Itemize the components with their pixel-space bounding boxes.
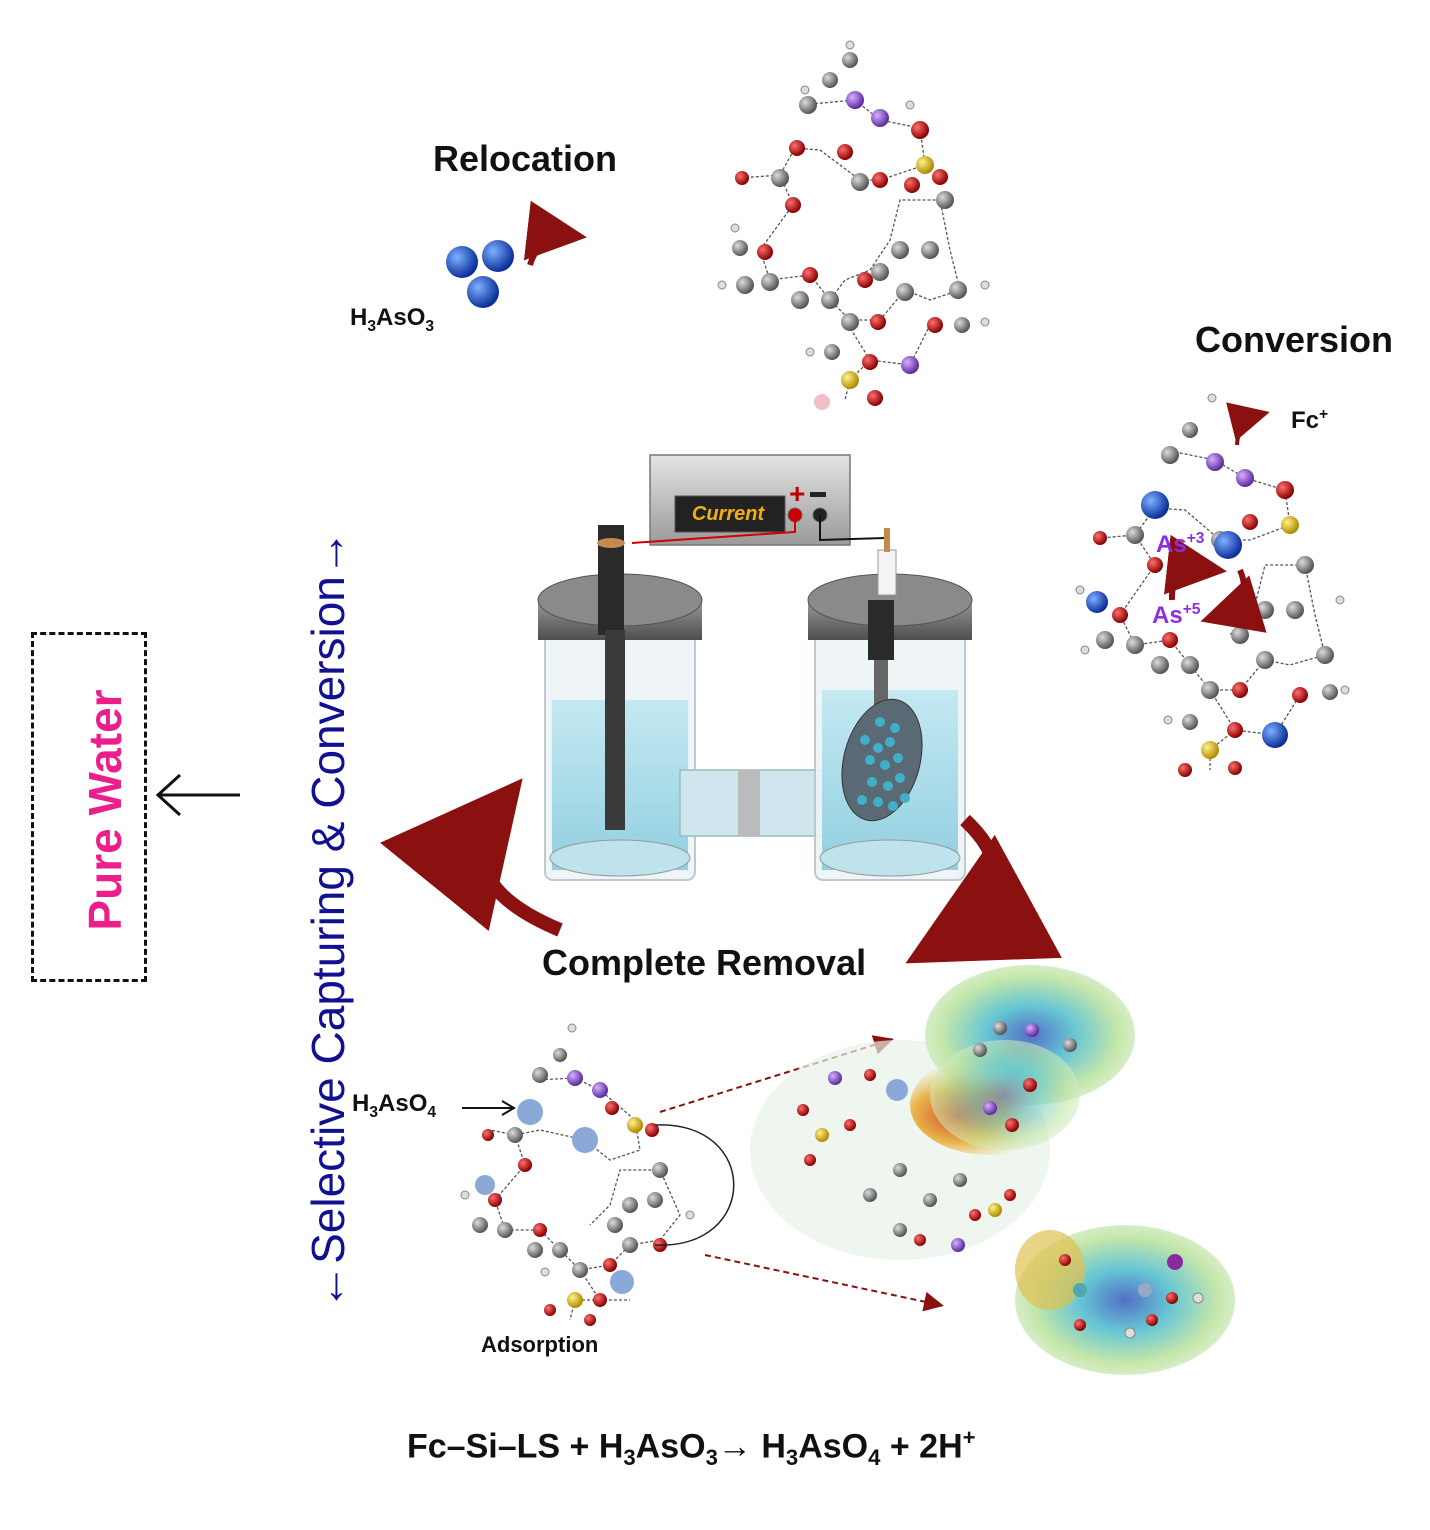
eq-sub4: 4 bbox=[868, 1445, 881, 1471]
h3aso3-sub2: 3 bbox=[425, 317, 435, 335]
eq-part3: → H bbox=[717, 1427, 786, 1466]
molecule-top-atoms bbox=[717, 40, 990, 410]
h3aso4-pointer-head bbox=[501, 1100, 516, 1116]
h3aso4-sub1: 3 bbox=[369, 1103, 379, 1121]
complete-removal-label: Complete Removal bbox=[542, 942, 867, 983]
cycle-arrow-left bbox=[380, 778, 563, 937]
h3aso3-label: H3AsO3 bbox=[350, 304, 434, 336]
eq-sub2: 3 bbox=[705, 1445, 718, 1471]
relocation-arrow bbox=[523, 200, 587, 266]
h3aso4-h: H bbox=[352, 1090, 370, 1117]
cycle-arrow-right bbox=[905, 814, 1062, 964]
pure-water-box bbox=[31, 632, 147, 982]
black-wire bbox=[819, 515, 886, 542]
right-cell bbox=[807, 528, 973, 881]
eq-sub1: 3 bbox=[623, 1445, 636, 1471]
eq-sup: + bbox=[962, 1425, 976, 1450]
conversion-label: Conversion bbox=[1195, 319, 1394, 360]
adsorbed-particles bbox=[857, 717, 910, 811]
relocation-label: Relocation bbox=[433, 138, 618, 179]
as5-charge: +5 bbox=[1182, 601, 1201, 618]
as3-charge: +3 bbox=[1186, 530, 1205, 547]
eq-part1: Fc–Si–LS + H bbox=[407, 1427, 624, 1466]
bridge bbox=[679, 769, 831, 837]
h3aso3-aso: AsO bbox=[376, 304, 426, 331]
fc-charge: + bbox=[1319, 406, 1329, 423]
redox-arrow-bottom bbox=[1200, 568, 1267, 633]
eq-part2: AsO bbox=[635, 1427, 706, 1466]
h3aso3-h: H bbox=[350, 304, 368, 331]
eq-part5: + 2H bbox=[880, 1427, 963, 1466]
as-plus3-label: As+3 bbox=[1156, 530, 1204, 559]
h3aso4-label: H3AsO4 bbox=[352, 1090, 436, 1122]
fc-plus-label: Fc+ bbox=[1291, 406, 1328, 435]
mep-surface-region bbox=[750, 965, 1235, 1375]
redox-arrow-top bbox=[1163, 534, 1227, 601]
as-plus5-label: As+5 bbox=[1152, 601, 1200, 630]
power-supply: + bbox=[649, 454, 851, 546]
molecule-conversion bbox=[1099, 449, 1326, 770]
bracket-curve bbox=[654, 1124, 735, 1246]
as5-text: As bbox=[1152, 602, 1183, 629]
reaction-equation: Fc–Si–LS + H3AsO3→ H3AsO4 + 2H+ bbox=[407, 1425, 976, 1471]
eq-sub3: 3 bbox=[785, 1445, 799, 1471]
fc-release-arrow bbox=[1226, 402, 1270, 446]
pure-water-label: Pure Water bbox=[79, 689, 131, 931]
svg-text:+: + bbox=[789, 478, 805, 509]
power-supply-display: Current bbox=[691, 503, 765, 525]
h3aso3-sub1: 3 bbox=[367, 317, 377, 335]
as3-text: As bbox=[1156, 531, 1187, 558]
to-pure-water-arrow bbox=[155, 773, 240, 817]
molecule-adsorption-atoms bbox=[460, 1023, 695, 1326]
molecule-conversion-atoms bbox=[1075, 393, 1350, 777]
zoom-arrow-bottom bbox=[704, 1254, 944, 1312]
left-cell bbox=[537, 525, 703, 881]
fc-text: Fc bbox=[1291, 407, 1320, 434]
selective-capturing-axis-label: ←Selective Capturing & Conversion→ bbox=[302, 530, 354, 1310]
adsorption-label: Adsorption bbox=[481, 1332, 599, 1357]
h3aso4-sub2: 4 bbox=[427, 1103, 437, 1121]
eq-part4: AsO bbox=[798, 1427, 869, 1466]
arsenite-spheres bbox=[446, 240, 514, 308]
mep-atoms bbox=[797, 1021, 1204, 1339]
h3aso4-aso: AsO bbox=[378, 1090, 428, 1117]
red-wire bbox=[631, 515, 796, 544]
